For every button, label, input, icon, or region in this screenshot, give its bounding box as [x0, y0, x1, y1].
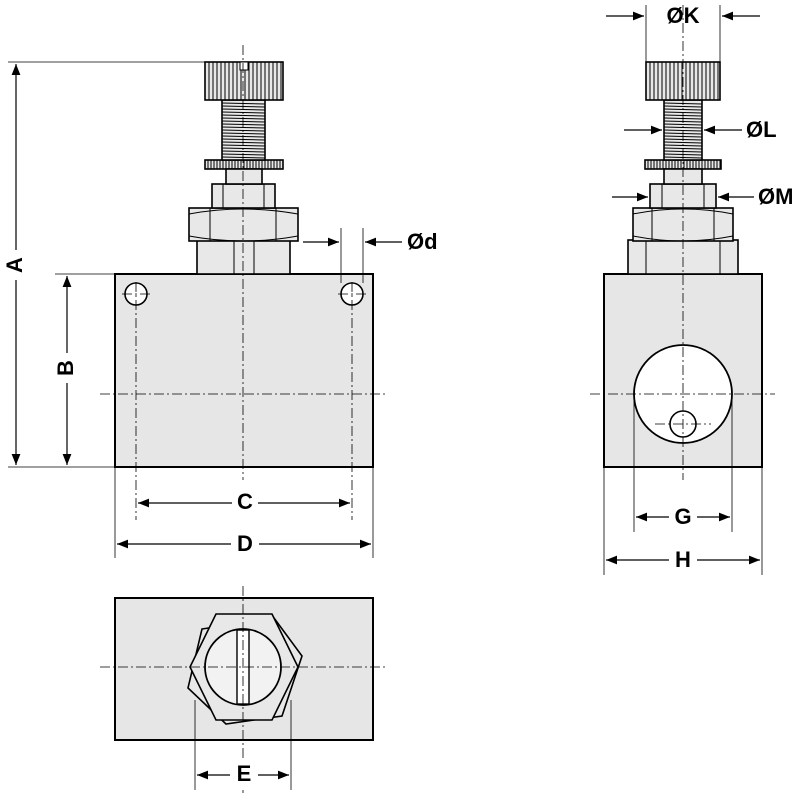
label-small-d: Ød	[407, 229, 438, 254]
label-g: G	[674, 504, 691, 529]
dimension-e: E	[194, 700, 292, 790]
dimension-small-d: Ød	[303, 228, 438, 283]
front-hex-nut	[188, 207, 299, 275]
dimension-g: G	[633, 394, 733, 532]
side-knurled-washer	[644, 159, 722, 185]
front-valve-body	[114, 273, 374, 468]
dimension-k: ØK	[606, 3, 760, 62]
front-knurled-washer	[204, 159, 284, 185]
label-l: ØL	[746, 117, 777, 142]
dimension-b: B	[53, 273, 115, 465]
label-c: C	[237, 489, 253, 514]
front-lock-nut	[211, 183, 276, 209]
dimension-d: D	[114, 467, 374, 559]
dimension-m: ØM	[612, 184, 793, 209]
dimension-h: H	[603, 467, 763, 575]
label-d: D	[237, 531, 253, 556]
side-view	[590, 5, 775, 480]
label-m: ØM	[758, 184, 793, 209]
dimension-a: A	[2, 61, 205, 468]
label-h: H	[675, 547, 691, 572]
label-b: B	[53, 360, 78, 376]
front-threaded-stem	[221, 99, 266, 161]
label-e: E	[237, 761, 252, 786]
top-view	[100, 586, 385, 793]
front-adjust-knob	[204, 61, 284, 101]
dimension-l: ØL	[624, 117, 777, 142]
front-view	[100, 45, 385, 520]
label-k: ØK	[667, 3, 700, 28]
dimension-c: C	[138, 488, 350, 518]
label-a: A	[2, 257, 27, 273]
